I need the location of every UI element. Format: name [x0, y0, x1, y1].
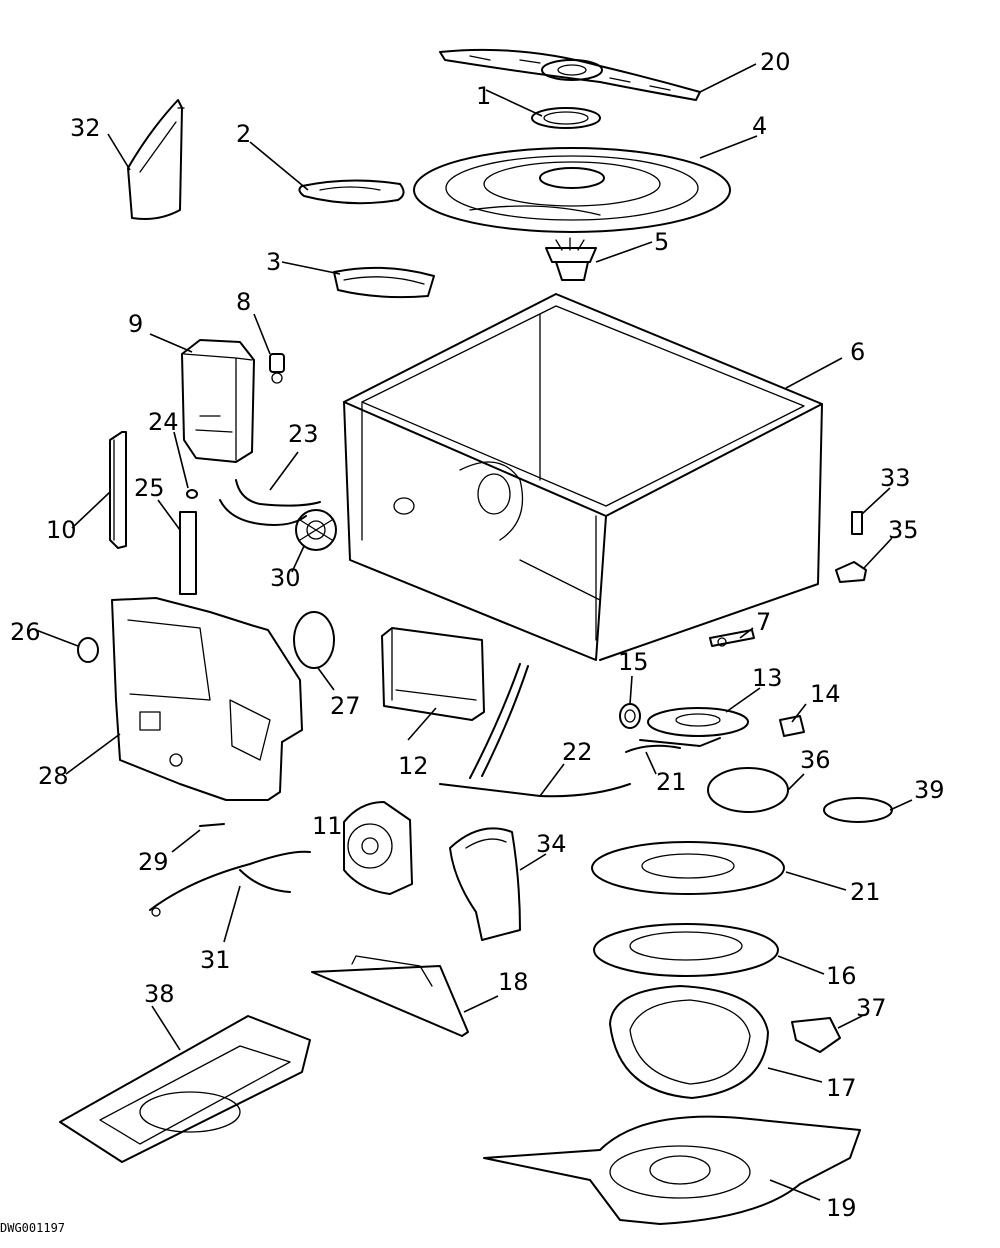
- callout-39: 39: [914, 776, 945, 804]
- part-29-clip: [199, 823, 225, 827]
- callout-3: 3: [266, 248, 281, 276]
- callout-27: 27: [330, 692, 361, 720]
- part-8-valve: [269, 353, 285, 384]
- callout-19: 19: [826, 1194, 857, 1222]
- callout-4: 4: [752, 112, 767, 140]
- part-16-ring: [593, 923, 779, 977]
- part-23-hose: [219, 479, 321, 526]
- part-37-clip: [791, 1017, 841, 1053]
- callout-26: 26: [10, 618, 41, 646]
- callout-30: 30: [270, 564, 301, 592]
- part-15-knob: [619, 703, 641, 729]
- part-18-rail: [311, 955, 469, 1037]
- part-21-hose-small: [625, 744, 681, 753]
- callout-20: 20: [760, 48, 791, 76]
- part-26-o-ring: [77, 637, 99, 663]
- callout-24: 24: [148, 408, 179, 436]
- callout-22: 22: [562, 738, 593, 766]
- part-19-base-frame: [483, 1115, 861, 1225]
- part-24-clip: [186, 489, 198, 499]
- callout-37: 37: [856, 994, 887, 1022]
- part-3-small-filter: [333, 266, 435, 299]
- part-13-pump: [639, 707, 749, 747]
- part-28-base-plate: [111, 597, 303, 801]
- part-25-tube: [179, 511, 197, 595]
- part-4-filter-plate: [413, 147, 731, 233]
- callout-5: 5: [654, 228, 669, 256]
- callout-10: 10: [46, 516, 77, 544]
- part-21-gasket: [591, 841, 785, 895]
- callout-21-lower: 21: [850, 878, 881, 906]
- part-33-tab: [851, 511, 863, 535]
- part-34-duct: [449, 827, 521, 941]
- callout-8: 8: [236, 288, 251, 316]
- callout-7: 7: [756, 608, 771, 636]
- callout-32: 32: [70, 114, 101, 142]
- part-12-board: [381, 627, 485, 721]
- callout-38: 38: [144, 980, 175, 1008]
- part-27-gasket: [293, 611, 335, 669]
- callout-9: 9: [128, 310, 143, 338]
- part-22-harness: [439, 663, 631, 798]
- callout-15: 15: [618, 648, 649, 676]
- callout-labels: 1 2 3 4 5 6 7 8 9 10 11 12 13 14 15 16 1…: [10, 48, 945, 1222]
- part-30-wheel: [295, 509, 337, 551]
- callout-14: 14: [810, 680, 841, 708]
- part-39-ring: [823, 797, 893, 823]
- drawing-code: DWG001197: [0, 1221, 65, 1235]
- leader-lines: [35, 63, 913, 1201]
- callout-12: 12: [398, 752, 429, 780]
- callout-33: 33: [880, 464, 911, 492]
- part-32-side-trim: [127, 99, 185, 220]
- callout-36: 36: [800, 746, 831, 774]
- callout-21-upper: 21: [656, 768, 687, 796]
- callout-29: 29: [138, 848, 169, 876]
- part-31-cable: [149, 850, 311, 917]
- part-38-tray: [59, 1015, 311, 1163]
- callout-16: 16: [826, 962, 857, 990]
- callout-25: 25: [134, 474, 165, 502]
- callout-13: 13: [752, 664, 783, 692]
- callout-2: 2: [236, 120, 251, 148]
- part-11-motor: [343, 801, 413, 895]
- part-7-connector: [709, 629, 755, 647]
- callout-6: 6: [850, 338, 865, 366]
- callout-31: 31: [200, 946, 231, 974]
- callout-1: 1: [476, 82, 491, 110]
- part-36-ring: [707, 767, 789, 813]
- part-10-bracket: [109, 431, 127, 549]
- part-2-seal: [298, 179, 405, 205]
- part-14-bracket: [779, 715, 805, 737]
- callout-35: 35: [888, 516, 919, 544]
- callout-18: 18: [498, 968, 529, 996]
- part-6-tub: [343, 293, 823, 661]
- part-20-spray-arm: [439, 48, 701, 101]
- callout-23: 23: [288, 420, 319, 448]
- callout-34: 34: [536, 830, 567, 858]
- callout-17: 17: [826, 1074, 857, 1102]
- callout-11: 11: [312, 812, 343, 840]
- part-35-clip: [835, 561, 867, 583]
- part-1-ring: [531, 107, 601, 129]
- callout-28: 28: [38, 762, 69, 790]
- part-9-control-module: [181, 339, 255, 463]
- part-5-impeller: [545, 237, 597, 281]
- part-17-frame-ring: [609, 985, 769, 1099]
